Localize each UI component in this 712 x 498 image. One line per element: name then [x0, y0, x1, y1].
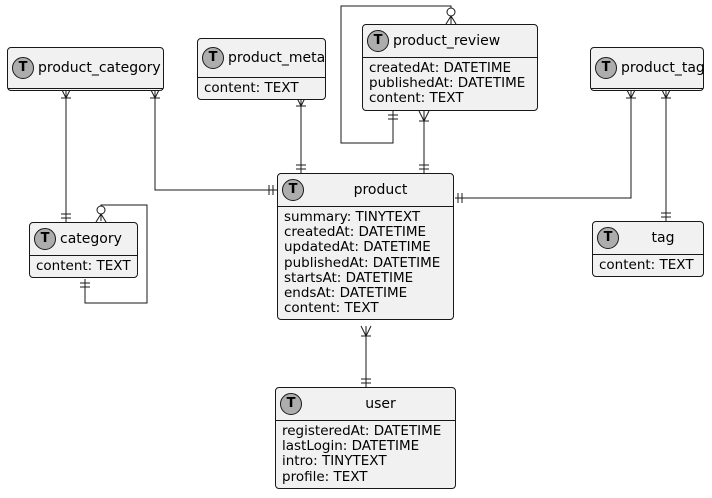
entity-name: product_review: [393, 33, 501, 49]
entity-divider: [278, 206, 453, 207]
entity-name: category: [60, 231, 122, 247]
entity-field: lastLogin: DATETIME: [282, 438, 420, 455]
entity-field: endsAt: DATETIME: [284, 285, 408, 302]
entity-field: summary: TINYTEXT: [284, 209, 421, 225]
entity-field: publishedAt: DATETIME: [284, 254, 441, 271]
entity-name: tag: [651, 230, 675, 246]
link-product_tag-product: [455, 88, 632, 199]
entity-fields: content: TEXT: [593, 255, 703, 276]
entity-field: startsAt: DATETIME: [284, 269, 414, 286]
entity-name: product_category: [38, 60, 161, 76]
entity-name: user: [365, 396, 396, 412]
entity-field: content: TEXT: [369, 90, 464, 107]
table-badge-icon: T: [202, 47, 224, 69]
entity-field: createdAt: DATETIME: [369, 60, 512, 76]
entity-field: publishedAt: DATETIME: [369, 75, 526, 92]
entity-name: product: [353, 182, 408, 198]
entity-divider: [198, 77, 325, 78]
entity-divider: [591, 88, 703, 89]
relationship-lines: [65, 5, 667, 387]
table-badge-icon: T: [34, 228, 56, 250]
marker-zero-or-many: [445, 15, 452, 25]
marker-zero-or-many: [446, 7, 456, 17]
marker-zero-or-many: [95, 213, 102, 223]
marker-one-or-many: [423, 110, 430, 122]
marker-one-or-many: [365, 325, 372, 337]
table-badge-icon: T: [595, 57, 617, 79]
marker-one-or-many: [418, 110, 425, 122]
table-badge-icon: T: [280, 393, 302, 415]
entity-field: content: TEXT: [284, 300, 379, 317]
entity-field: intro: TINYTEXT: [282, 453, 387, 470]
entity-field: content: TEXT: [204, 80, 299, 96]
entity-field: createdAt: DATETIME: [284, 224, 427, 241]
table-badge-icon: T: [12, 57, 34, 79]
entity-field: updatedAt: DATETIME: [284, 239, 431, 256]
entity-fields: content: TEXT: [30, 256, 137, 277]
entity-fields: content: TEXT: [198, 78, 325, 99]
entity-name: product_meta: [228, 50, 326, 66]
entity-fields: [8, 89, 163, 90]
table-badge-icon: T: [597, 227, 619, 249]
entity-field: content: TEXT: [36, 258, 131, 274]
entity-name: product_tag: [621, 60, 705, 76]
entity-field: content: TEXT: [599, 257, 694, 273]
link-product_category-product: [154, 88, 278, 191]
table-badge-icon: T: [367, 30, 389, 52]
entity-field: registeredAt: DATETIME: [282, 423, 442, 439]
marker-zero-or-many: [100, 213, 107, 223]
marker-zero-or-many: [96, 205, 106, 215]
entity-divider: [276, 420, 455, 421]
marker-one-or-many: [360, 325, 367, 337]
entity-field: profile: TEXT: [282, 468, 368, 485]
entity-divider: [8, 88, 163, 89]
entity-divider: [30, 255, 137, 256]
entity-divider: [363, 57, 537, 58]
marker-zero-or-many: [450, 15, 457, 25]
entity-fields: [591, 89, 703, 90]
table-badge-icon: T: [282, 179, 304, 201]
entity-divider: [593, 254, 703, 255]
